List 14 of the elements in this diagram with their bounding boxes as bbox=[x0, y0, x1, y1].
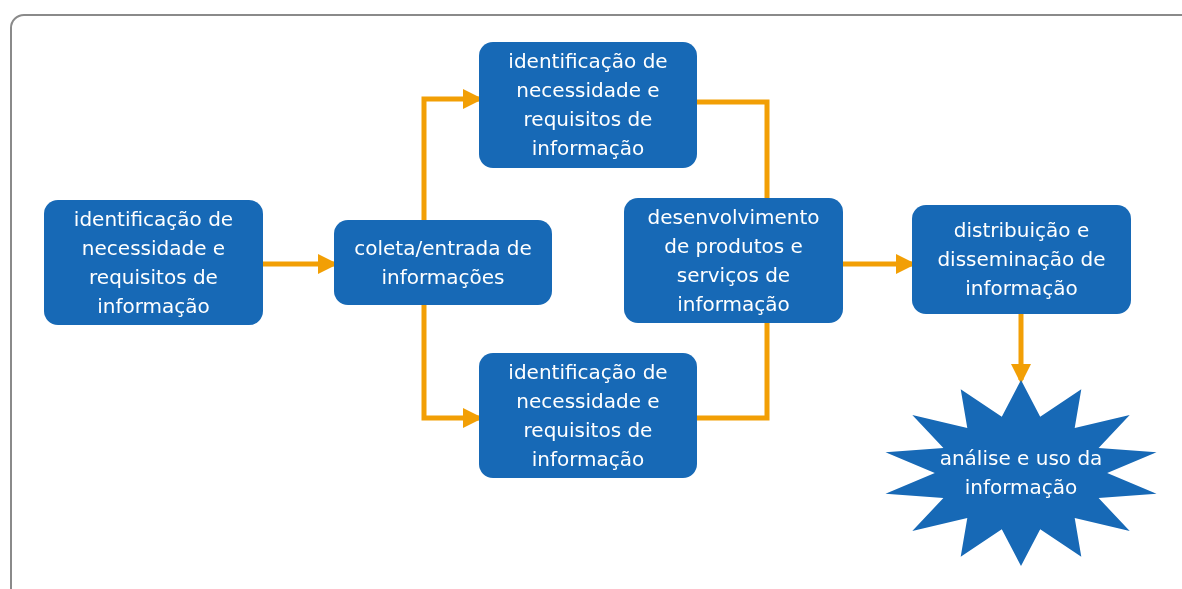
process-box bbox=[912, 205, 1131, 314]
arrow bbox=[1011, 314, 1031, 384]
node-label: análise e uso da informação bbox=[938, 445, 1104, 501]
node-label: coleta/entrada de informações bbox=[353, 234, 533, 291]
process-box bbox=[479, 353, 697, 478]
node-label: identificação de necessidade e requisitos de informação bbox=[507, 48, 669, 162]
node-label: identificação de necessidade e requisitos de informação bbox=[72, 205, 235, 320]
node-label: identificação de necessidade e requisitos de informação bbox=[507, 358, 669, 473]
node-label: distribuição e disseminação de informação bbox=[936, 217, 1107, 302]
process-box bbox=[479, 42, 697, 168]
process-box bbox=[624, 198, 843, 323]
process-box bbox=[334, 220, 552, 305]
node-label: desenvolvimento de produtos e serviços de informação bbox=[646, 203, 821, 318]
process-box bbox=[44, 200, 263, 325]
